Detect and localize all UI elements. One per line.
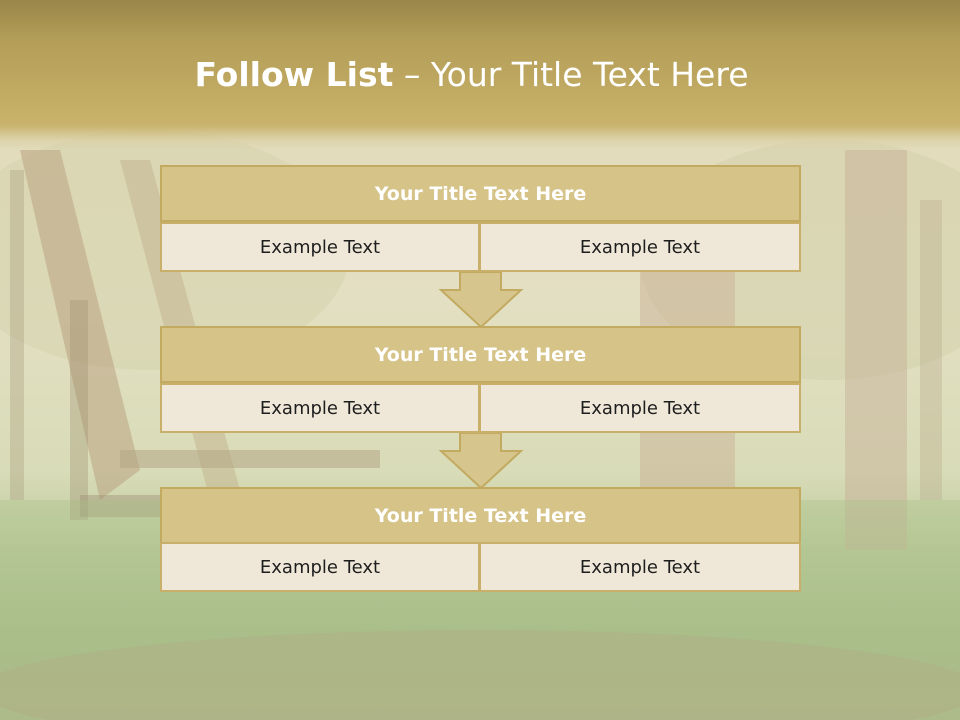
- header-band: [0, 0, 960, 150]
- block-title: Your Title Text Here: [160, 165, 801, 222]
- block-cell-right: Example Text: [480, 383, 801, 433]
- block-cell-left: Example Text: [160, 383, 480, 433]
- block-title: Your Title Text Here: [160, 487, 801, 544]
- down-arrow-icon: [438, 271, 524, 329]
- down-arrow-icon: [438, 432, 524, 490]
- block-row: Example Text Example Text: [160, 222, 801, 272]
- block-cell-left: Example Text: [160, 542, 480, 592]
- slide-title-bold: Follow List: [194, 55, 394, 94]
- slide-title: Follow List – Your Title Text Here: [0, 52, 943, 98]
- slide-title-rest: – Your Title Text Here: [403, 55, 749, 94]
- block-title: Your Title Text Here: [160, 326, 801, 383]
- block-cell-right: Example Text: [480, 542, 801, 592]
- block-row: Example Text Example Text: [160, 383, 801, 433]
- block-row: Example Text Example Text: [160, 542, 801, 592]
- block-cell-left: Example Text: [160, 222, 480, 272]
- block-cell-right: Example Text: [480, 222, 801, 272]
